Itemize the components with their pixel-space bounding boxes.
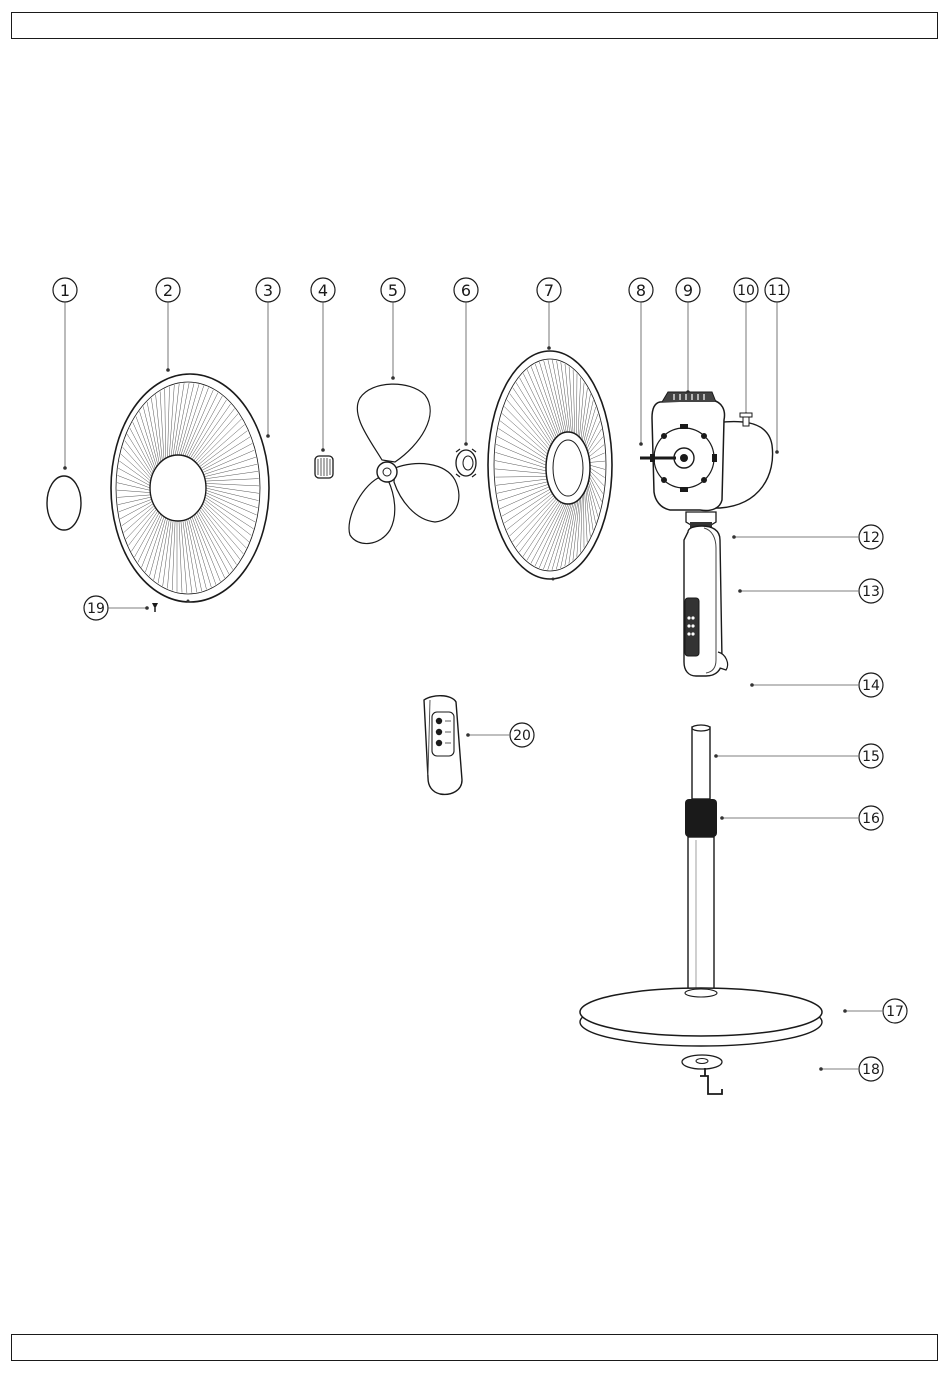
callout-20-label: 20: [513, 728, 531, 744]
callout-4-label: 4: [318, 281, 328, 300]
callout-5: 5: [381, 278, 405, 380]
callout-18: 18: [819, 1057, 883, 1081]
callout-3-label: 3: [263, 281, 273, 300]
callout-17-label: 17: [886, 1004, 904, 1020]
callout-4: 4: [311, 278, 335, 452]
callout-2: 2: [156, 278, 180, 372]
callout-10: 10: [734, 278, 758, 416]
remote-control: [424, 696, 462, 795]
callout-8-label: 8: [636, 281, 646, 300]
telescopic-pole: [685, 725, 717, 995]
callout-8: 8: [629, 278, 653, 446]
callout-9: 9: [676, 278, 700, 394]
callout-15: 15: [714, 744, 883, 768]
callout-1: 1: [53, 278, 77, 470]
rear-grille: [488, 351, 612, 581]
callout-1-label: 1: [60, 281, 70, 300]
callout-6: 6: [454, 278, 478, 446]
callout-7-label: 7: [544, 281, 554, 300]
base-plate: [580, 988, 822, 1046]
callout-13-label: 13: [862, 584, 880, 600]
callout-5-label: 5: [388, 281, 398, 300]
callout-10-label: 10: [737, 283, 755, 299]
callout-17: 17: [843, 999, 907, 1023]
spinner-cap: [315, 456, 333, 478]
callout-14: 14: [750, 673, 883, 697]
base-washer-and-key: [682, 1055, 722, 1094]
callout-13: 13: [738, 579, 883, 603]
callout-18-label: 18: [862, 1062, 880, 1078]
callout-9-label: 9: [683, 281, 693, 300]
callout-19: 19: [84, 596, 149, 620]
callout-14-label: 14: [862, 678, 880, 694]
callout-6-label: 6: [461, 281, 471, 300]
callout-3: 3: [256, 278, 280, 438]
motor-housing: [640, 392, 773, 511]
callout-7: 7: [537, 278, 561, 350]
screw: [152, 603, 158, 612]
callout-2-label: 2: [163, 281, 173, 300]
callout-12: 12: [732, 525, 883, 549]
callout-16: 16: [720, 806, 883, 830]
callout-19-label: 19: [87, 601, 105, 617]
callout-20: 20: [466, 723, 534, 747]
callout-11-label: 11: [768, 283, 786, 299]
control-column: [684, 512, 728, 676]
callout-16-label: 16: [862, 811, 880, 827]
callout-12-label: 12: [862, 530, 880, 546]
callout-11: 11: [765, 278, 789, 454]
fan-blade-assembly: [349, 384, 459, 543]
callout-15-label: 15: [862, 749, 880, 765]
lock-nut: [456, 449, 476, 477]
front-badge: [47, 476, 81, 530]
front-grille: [111, 374, 270, 603]
